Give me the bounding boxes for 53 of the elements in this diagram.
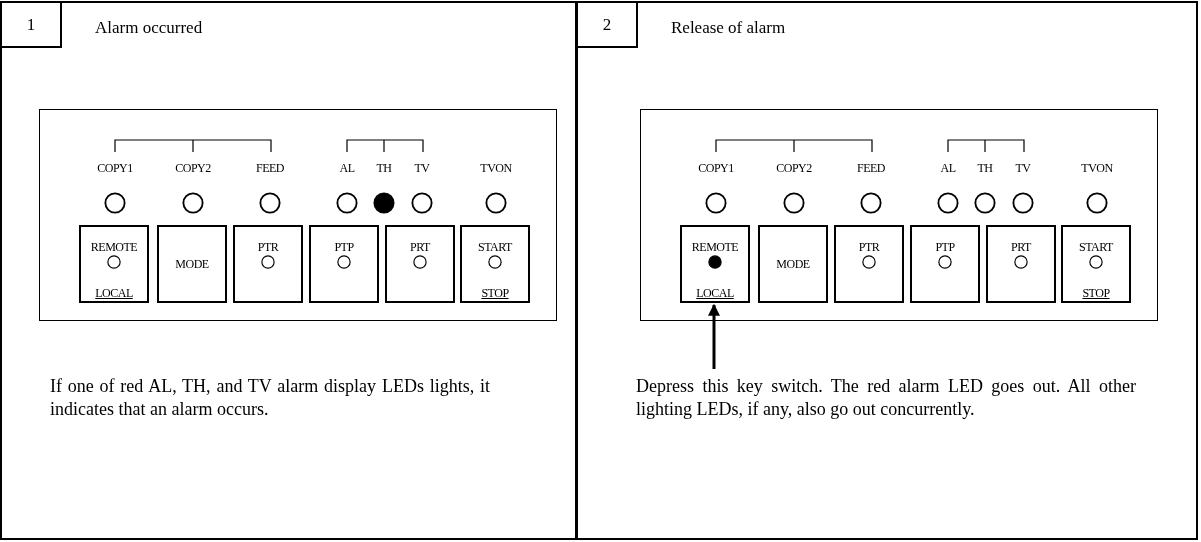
led-label: FEED: [256, 162, 284, 174]
arrow: [708, 303, 720, 369]
key-switch: [79, 225, 149, 303]
key-switch: [758, 225, 828, 303]
led-label: TVON: [480, 162, 512, 174]
key-switch: [834, 225, 904, 303]
led-label: TVON: [1081, 162, 1113, 174]
key-switch: [910, 225, 980, 303]
led-label: COPY2: [776, 162, 812, 174]
key-label: PTP: [935, 241, 955, 253]
key-switch: [1061, 225, 1131, 303]
key-switch: [157, 225, 227, 303]
key-switch: [233, 225, 303, 303]
led-label: TH: [376, 162, 392, 174]
led-label: COPY1: [97, 162, 133, 174]
key-label: PTR: [257, 241, 279, 253]
step-title: Alarm occurred: [95, 17, 203, 39]
key-switch: [460, 225, 530, 303]
led-label: FEED: [857, 162, 885, 174]
description-text: Depress this key switch. The red alarm LED goes out. All other lighting LEDs, if any, also go out concurrently.: [636, 375, 1136, 421]
description-text: If one of red AL, TH, and TV alarm display LEDs lights, it indicates that an alarm occurs.: [50, 375, 490, 421]
key-label: REMOTE: [691, 241, 739, 253]
key-label: PRT: [1011, 241, 1031, 253]
step-frame: [576, 1, 1198, 540]
step-number: 2: [578, 3, 638, 48]
step-title: Release of alarm: [671, 17, 786, 39]
key-label: STOP: [481, 287, 509, 299]
led-label: AL: [339, 162, 355, 174]
key-label: STOP: [1082, 287, 1110, 299]
key-switch: [680, 225, 750, 303]
key-label: REMOTE: [90, 241, 138, 253]
control-panel: [640, 109, 1158, 321]
key-label: MODE: [776, 258, 810, 270]
key-label: START: [1079, 241, 1113, 253]
key-switch: [309, 225, 379, 303]
key-label: PTR: [858, 241, 880, 253]
key-label: PRT: [410, 241, 430, 253]
key-label: LOCAL: [95, 287, 133, 299]
led-label: COPY2: [175, 162, 211, 174]
led-label: TV: [1015, 162, 1031, 174]
key-label: LOCAL: [696, 287, 734, 299]
led-label: AL: [940, 162, 956, 174]
key-switch: [986, 225, 1056, 303]
led-label: TV: [414, 162, 430, 174]
key-label: MODE: [175, 258, 209, 270]
key-switch: [385, 225, 455, 303]
key-label: PTP: [334, 241, 354, 253]
led-label: TH: [977, 162, 993, 174]
led-label: COPY1: [698, 162, 734, 174]
step-number: 1: [2, 3, 62, 48]
control-panel: [39, 109, 557, 321]
step-frame: [0, 1, 577, 540]
key-label: START: [478, 241, 512, 253]
